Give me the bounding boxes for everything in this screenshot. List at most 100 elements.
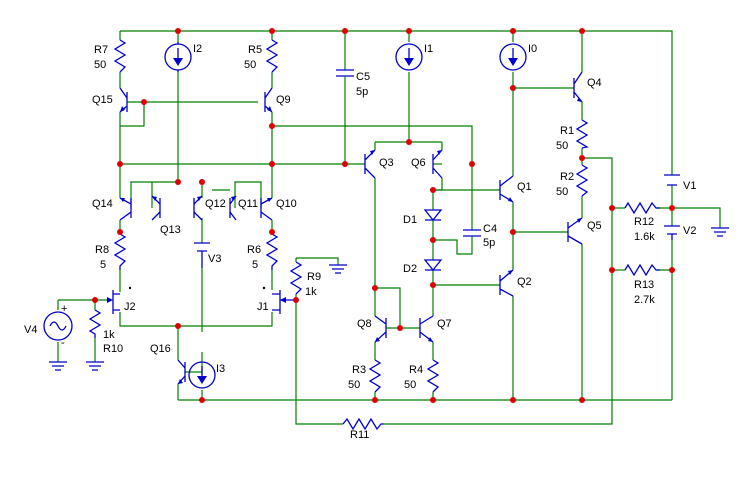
label-v1: V1 — [683, 180, 696, 192]
label-v4: V4 — [24, 324, 37, 336]
ground-symbol-main — [711, 227, 729, 237]
label-c4-value: 5p — [483, 237, 495, 249]
j2-polarity-dot — [128, 286, 132, 290]
label-q10: Q10 — [276, 198, 297, 210]
resistor-r2 — [575, 164, 589, 197]
capacitor-c5 — [336, 69, 354, 92]
transistor-q14 — [119, 197, 132, 221]
resistor-r3 — [368, 359, 382, 393]
label-i1: I1 — [424, 43, 433, 55]
transistor-q16 — [177, 359, 186, 385]
label-q12: Q12 — [205, 198, 226, 210]
label-q13: Q13 — [160, 224, 181, 236]
current-sources — [164, 42, 527, 389]
label-r10-ref: R10 — [103, 343, 123, 355]
current-source-i3 — [188, 361, 216, 389]
label-d1: D1 — [403, 214, 417, 226]
label-q11: Q11 — [238, 198, 258, 210]
v4-minus-mark: - — [61, 337, 65, 349]
label-r8-value: 5 — [100, 259, 106, 271]
ground-symbol-r9 — [329, 264, 347, 274]
transistor-q11 — [229, 195, 237, 221]
resistor-r4 — [426, 359, 440, 393]
transistor-q3 — [364, 149, 376, 179]
label-r1-value: 50 — [556, 140, 568, 152]
label-r12-ref: R12 — [634, 216, 654, 228]
ground-symbols — [49, 227, 729, 371]
label-r2-ref: R2 — [560, 171, 574, 183]
resistor-r10 — [88, 309, 102, 338]
label-q3: Q3 — [379, 157, 394, 169]
resistor-r9 — [289, 261, 303, 295]
label-q9: Q9 — [276, 94, 291, 106]
transistor-q8 — [374, 315, 387, 343]
ground-symbol-r10 — [86, 361, 104, 371]
label-r11-ref: R11 — [350, 429, 369, 441]
label-j2: J2 — [124, 301, 136, 313]
resistor-r6 — [265, 233, 279, 270]
transistor-q2 — [499, 269, 514, 297]
transistor-q5 — [567, 217, 583, 245]
label-r1-ref: R1 — [560, 125, 574, 137]
label-q4: Q4 — [587, 77, 602, 89]
resistor-r12 — [624, 201, 660, 215]
ac-source-v4 — [43, 311, 73, 341]
label-q15: Q15 — [92, 94, 113, 106]
label-r5-value: 50 — [244, 59, 256, 71]
transistor-q10 — [260, 197, 273, 221]
label-v2: V2 — [683, 225, 696, 237]
label-c5-ref: C5 — [356, 71, 370, 83]
transistor-q13 — [151, 195, 161, 221]
label-j1: J1 — [257, 301, 269, 313]
label-i2: I2 — [193, 43, 202, 55]
label-r7-value: 50 — [94, 59, 106, 71]
transistor-q1 — [499, 175, 514, 203]
label-q6: Q6 — [411, 157, 426, 169]
label-q8: Q8 — [357, 318, 372, 330]
v4-plus-mark: + — [61, 303, 67, 315]
wire-network — [57, 30, 721, 425]
junction-dots — [92, 28, 675, 403]
label-r13-ref: R13 — [634, 279, 654, 291]
label-r7-ref: R7 — [94, 44, 108, 56]
label-q14: Q14 — [92, 198, 113, 210]
transistor-q4 — [573, 71, 583, 103]
label-r3-ref: R3 — [352, 364, 366, 376]
label-r4-value: 50 — [404, 379, 416, 391]
diode-d2 — [423, 259, 443, 272]
label-r9-value: 1k — [305, 286, 317, 298]
label-r12-value: 1.6k — [634, 231, 655, 243]
label-q2: Q2 — [517, 276, 532, 288]
component-labels: R7 50 R5 50 R8 5 R6 5 R9 1k 1k R10 R3 50… — [24, 43, 696, 391]
label-r10-value: 1k — [103, 329, 115, 341]
label-r8-ref: R8 — [95, 244, 109, 256]
label-i0: I0 — [528, 43, 537, 55]
transistor-q15 — [119, 87, 128, 113]
ground-symbol-v4 — [49, 361, 67, 371]
transistor-q7 — [419, 315, 434, 343]
label-i3: I3 — [216, 363, 225, 375]
label-q7: Q7 — [437, 318, 452, 330]
battery-v2 — [664, 225, 680, 240]
transistors — [107, 71, 583, 385]
resistor-r11 — [342, 417, 384, 431]
resistor-r1 — [575, 119, 589, 149]
capacitor-c4 — [463, 229, 481, 240]
resistor-r13 — [624, 263, 660, 277]
jfet-j2 — [107, 290, 120, 314]
current-source-i0 — [499, 43, 527, 71]
current-source-i1 — [395, 43, 423, 71]
diode-d1 — [423, 209, 443, 222]
label-q1: Q1 — [517, 181, 532, 193]
label-r5-ref: R5 — [248, 44, 262, 56]
label-r6-ref: R6 — [247, 244, 261, 256]
label-c4-ref: C4 — [483, 223, 497, 235]
label-d2: D2 — [403, 263, 417, 275]
resistor-r7 — [113, 39, 127, 73]
label-r9-ref: R9 — [307, 271, 321, 283]
battery-v1 — [664, 174, 680, 186]
j1-polarity-dot — [262, 286, 266, 290]
resistor-r5 — [265, 39, 279, 73]
label-r2-value: 50 — [556, 186, 568, 198]
